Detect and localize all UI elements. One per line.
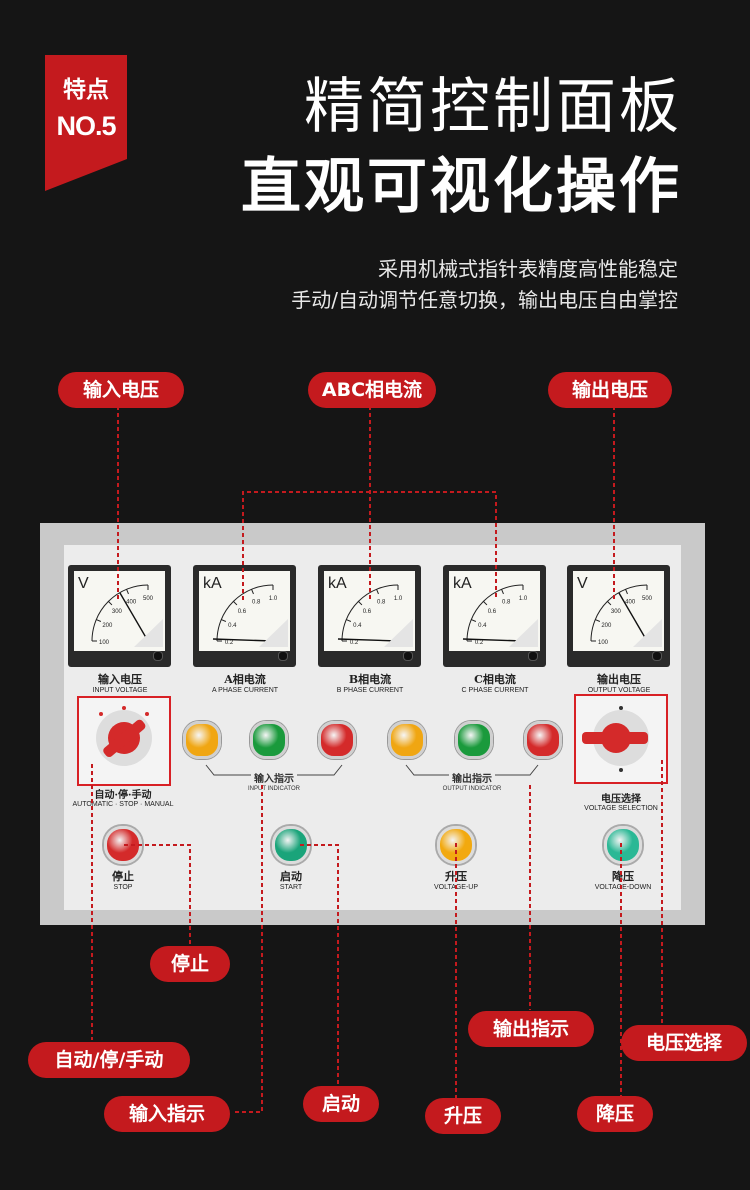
page-title: 精简控制面板 (304, 72, 682, 142)
meter-unit: kA (203, 575, 222, 592)
start-button[interactable] (272, 826, 310, 864)
meter-adjust-knob[interactable] (403, 651, 413, 661)
indicator-lamp-5 (524, 721, 562, 759)
meter-unit: V (577, 575, 588, 592)
svg-text:200: 200 (102, 623, 113, 629)
svg-text:0.8: 0.8 (252, 599, 261, 605)
feature-badge: 特点 NO.5 (45, 55, 127, 191)
meter-3: 0.2 0.4 0.6 0.8 1.0 kA (443, 565, 546, 667)
meter-unit: kA (453, 575, 472, 592)
input-indicator-group-label: 输入指示 INPUT INDICATOR (234, 767, 314, 792)
badge-label: 特点 (63, 77, 109, 103)
auto-stop-manual-switch[interactable] (77, 696, 171, 786)
meter-2: 0.2 0.4 0.6 0.8 1.0 kA (318, 565, 421, 667)
svg-text:300: 300 (112, 609, 123, 615)
svg-text:400: 400 (126, 599, 137, 605)
meter-unit: V (78, 575, 89, 592)
svg-text:500: 500 (642, 596, 653, 602)
svg-text:0.2: 0.2 (350, 640, 359, 646)
callout-start: 启动 (303, 1086, 379, 1122)
stop-button[interactable] (104, 826, 142, 864)
callout-abc-current: ABC相电流 (308, 372, 436, 408)
indicator-lamp-1 (250, 721, 288, 759)
svg-text:1.0: 1.0 (394, 596, 403, 602)
svg-text:0.8: 0.8 (502, 599, 511, 605)
meter-adjust-knob[interactable] (153, 651, 163, 661)
output-indicator-group-label: 输出指示 OUTPUT INDICATOR (432, 767, 512, 792)
description-line-2: 手动/自动调节任意切换，输出电压自由掌控 (291, 288, 678, 312)
indicator-lamp-2 (318, 721, 356, 759)
svg-text:400: 400 (625, 599, 636, 605)
meter-1: 0.2 0.4 0.6 0.8 1.0 kA (193, 565, 296, 667)
callout-stop: 停止 (150, 946, 230, 982)
indicator-lamp-4 (455, 721, 493, 759)
svg-text:500: 500 (143, 596, 154, 602)
svg-text:0.2: 0.2 (225, 640, 234, 646)
indicator-lamp-0 (183, 721, 221, 759)
page-subtitle: 直观可视化操作 (241, 152, 682, 222)
svg-text:100: 100 (99, 640, 110, 646)
voltage-up-button[interactable] (437, 826, 475, 864)
voltage-selection-label: 电压选择 VOLTAGE SELECTION (584, 794, 658, 812)
callout-output-indicator: 输出指示 (468, 1011, 594, 1047)
svg-text:1.0: 1.0 (269, 596, 278, 602)
svg-text:0.4: 0.4 (478, 623, 487, 629)
meter-unit: kA (328, 575, 347, 592)
callout-input-indicator: 输入指示 (104, 1096, 230, 1132)
svg-text:300: 300 (611, 609, 622, 615)
badge-number: NO.5 (56, 111, 116, 141)
meter-adjust-knob[interactable] (528, 651, 538, 661)
callout-auto-stop-manual: 自动/停/手动 (28, 1042, 190, 1078)
meter-adjust-knob[interactable] (278, 651, 288, 661)
callout-voltage-up: 升压 (425, 1098, 501, 1134)
description-line-1: 采用机械式指针表精度高性能稳定 (378, 257, 678, 281)
callout-voltage-down: 降压 (577, 1096, 653, 1132)
svg-text:0.4: 0.4 (228, 623, 237, 629)
callout-input-voltage: 输入电压 (58, 372, 184, 408)
svg-text:0.6: 0.6 (238, 609, 247, 615)
auto-switch-label: 自动·停·手动 AUTOMATIC · STOP · MANUAL (72, 790, 174, 808)
svg-text:100: 100 (598, 640, 609, 646)
svg-text:0.6: 0.6 (488, 609, 497, 615)
svg-text:0.2: 0.2 (475, 640, 484, 646)
callout-output-voltage: 输出电压 (548, 372, 672, 408)
voltage-down-button[interactable] (604, 826, 642, 864)
svg-text:1.0: 1.0 (519, 596, 528, 602)
indicator-lamp-3 (388, 721, 426, 759)
svg-text:200: 200 (601, 623, 612, 629)
svg-text:0.4: 0.4 (353, 623, 362, 629)
svg-text:0.6: 0.6 (363, 609, 372, 615)
voltage-selection-switch[interactable] (574, 694, 668, 784)
callout-voltage-select: 电压选择 (621, 1025, 747, 1061)
svg-text:0.8: 0.8 (377, 599, 386, 605)
meter-adjust-knob[interactable] (652, 651, 662, 661)
